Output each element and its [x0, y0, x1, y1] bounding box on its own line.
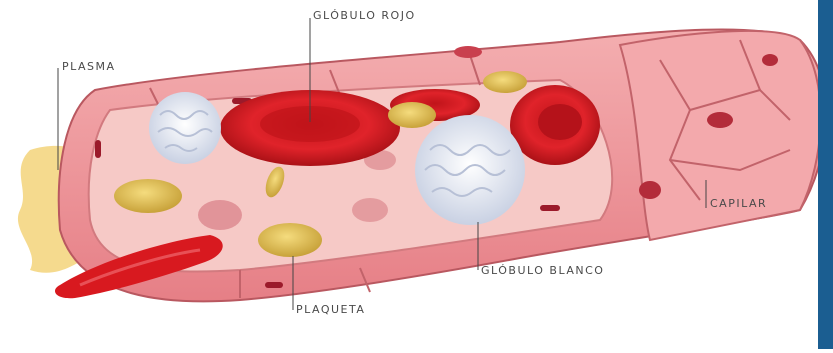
white-blood-cell-top — [149, 92, 221, 164]
platelet-bottom — [258, 223, 322, 257]
platelet-top-right — [483, 71, 527, 93]
label-capillary: CAPILAR — [710, 197, 767, 210]
platelet-middle — [388, 102, 436, 128]
label-platelet: PLAQUETA — [296, 303, 365, 316]
side-accent-bar — [818, 0, 833, 349]
label-white-blood-cell: GLÓBULO BLANCO — [481, 264, 604, 277]
label-red-blood-cell: GLÓBULO ROJO — [313, 9, 416, 22]
platelet-left — [114, 179, 182, 213]
label-plasma: PLASMA — [62, 60, 116, 73]
red-blood-cell-right — [510, 85, 600, 165]
white-blood-cell-center — [415, 115, 525, 225]
